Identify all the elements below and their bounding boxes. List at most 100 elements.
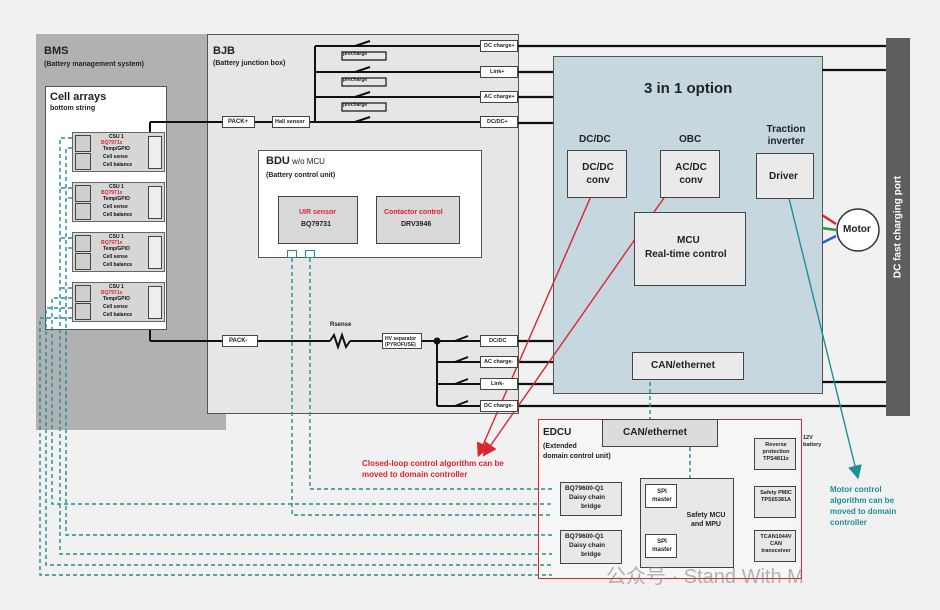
bms-title: BMS [44,45,69,57]
dcdc-conv-box[interactable]: DC/DC conv [567,150,627,198]
port-label: Link- [491,381,505,387]
cell-block [75,253,91,270]
cell-block [75,285,91,302]
hall-sensor-label: Hall sensor [275,119,305,125]
contactor-control-part: DRV3946 [401,221,432,228]
cell-block [75,185,91,202]
can-ethernet-edcu-label: CAN/ethernet [623,427,687,438]
csu-row-temp: Temp/GPIO [103,196,130,202]
daisy-chain-bridge-2: BQ79600-Q1 Daisy chain bridge [560,530,622,564]
mcu-box[interactable]: MCU Real-time control [634,212,746,286]
csu-row-temp: Temp/GPIO [103,146,130,152]
port-label: DC/DC [489,338,507,344]
precharge-label-3: precharge [343,102,368,108]
safety-pmic-box: Safety PMIC TPS65381A [754,486,796,518]
csu-chip: BQ7971x [101,190,123,196]
contactor-control-label: Contactor control [384,209,443,216]
battery-12v-label: 12V battery [803,435,822,448]
csu-label: CSU 1 [109,134,124,140]
driver-box[interactable]: Driver [756,153,814,199]
uir-sensor-box: UIR sensor BQ79731 [278,196,358,244]
uir-sensor-part: BQ79731 [301,221,331,228]
bridge-sub-2: bridge [581,503,601,510]
port-link-minus: Link- [480,378,518,390]
csu-row-sense: Cell sense [103,154,128,160]
csu-row-balance: Cell balance [103,312,133,318]
hv-bus-lines [518,44,886,408]
csu-label: CSU 1 [109,234,124,240]
edcu-title: EDCU [543,427,572,438]
port-ac-charge-minus: AC charge- [480,356,518,368]
precharge-label-1: precharge [343,51,368,57]
precharge-label-2: precharge [343,77,368,83]
cell-stack [148,286,162,319]
bdu-subtitle: (Battery control unit) [266,172,336,179]
bdu-title-suffix: w/o MCU [289,157,325,166]
port-dcdc-plus: DC/DC+ [480,116,518,128]
bridge-sub-1: Daisy chain [569,494,606,501]
bdu-title: BDU w/o MCU [266,155,325,167]
cell-arrays-subtitle: bottom string [50,105,96,112]
port-label: Link+ [490,69,505,75]
hv-separator-box: HV separator (PYROFUSE) [382,333,422,349]
obc-header: OBC [679,134,702,145]
csu-chip: BQ7971x [101,140,123,146]
csu-label: CSU 1 [109,184,124,190]
cell-stack [148,236,162,269]
motor-control-annotation: Motor control algorithm can be moved to … [830,485,897,527]
csu-module-3: CSU 1 BQ7971x Temp/GPIO Cell sense Cell … [72,232,165,272]
tcan-box: TCAN1044V CAN transceiver [754,530,796,562]
csu-label: CSU 1 [109,284,124,290]
watermark: 公众号 · Stand With M [606,566,804,588]
port-link-plus: Link+ [480,66,518,78]
bjb-subtitle: (Battery junction box) [213,60,286,67]
port-label: AC charge+ [484,94,515,100]
acdc-conv-box[interactable]: AC/DC conv [660,150,720,198]
csu-module-4: CSU 1 BQ7971x Temp/GPIO Cell sense Cell … [72,282,165,322]
bridge-part: BQ79600-Q1 [565,485,604,492]
spi-label: SPI master [652,489,672,503]
csu-row-balance: Cell balance [103,262,133,268]
cell-stack [148,186,162,219]
cell-block [75,135,91,152]
r-sense-label: Rsense [330,322,352,328]
port-label: DC/DC+ [487,119,508,125]
mcu-label: MCU [677,235,700,246]
tcan-label: TCAN1044V CAN transceiver [760,534,792,554]
csu-module-1: CSU 1 BQ7971x Temp/GPIO Cell sense Cell … [72,132,165,172]
edcu-subtitle-2: domain control unit) [543,453,611,460]
port-label: DC charge+ [484,43,515,49]
spi-label: SPI master [652,539,672,553]
three-in-one-title: 3 in 1 option [644,80,733,97]
can-ethernet-edcu-box[interactable]: CAN/ethernet [602,419,718,447]
cell-block [75,235,91,252]
dcdc-header: DC/DC [579,134,611,145]
safety-pmic-label: Safety PMIC TPS65381A [760,490,792,503]
reverse-protection-label: Reverse protection TPS4811x [762,442,790,462]
csu-row-sense: Cell sense [103,204,128,210]
can-ethernet-3in1-box[interactable]: CAN/ethernet [632,352,744,380]
port-label: AC charge- [484,359,514,365]
bridge-part: BQ79600-Q1 [565,533,604,540]
csu-chip: BQ7971x [101,290,123,296]
daisy-chain-bridge-1: BQ79600-Q1 Daisy chain bridge [560,482,622,516]
pack-minus-label: PACK- [229,338,248,344]
traction-inverter-header: Traction inverter [766,124,806,147]
csu-module-2: CSU 1 BQ7971x Temp/GPIO Cell sense Cell … [72,182,165,222]
port-dc-charge-plus: DC charge+ [480,40,518,52]
edcu-subtitle-1: (Extended [543,443,577,450]
contactor-control-box: Contactor control DRV3946 [376,196,460,244]
dcdc-conv-label: DC/DC conv [582,162,614,186]
cell-block [75,203,91,220]
hall-sensor-box: Hall sensor [272,116,310,128]
csu-row-balance: Cell balance [103,212,133,218]
driver-label: Driver [769,171,798,182]
bridge-sub-1: Daisy chain [569,542,606,549]
pack-plus-label: PACK+ [228,119,249,125]
mcu-sublabel: Real-time control [645,249,727,260]
csu-row-sense: Cell sense [103,254,128,260]
uir-connector [305,250,315,258]
port-dcdc-minus: DC/DC [480,335,518,347]
